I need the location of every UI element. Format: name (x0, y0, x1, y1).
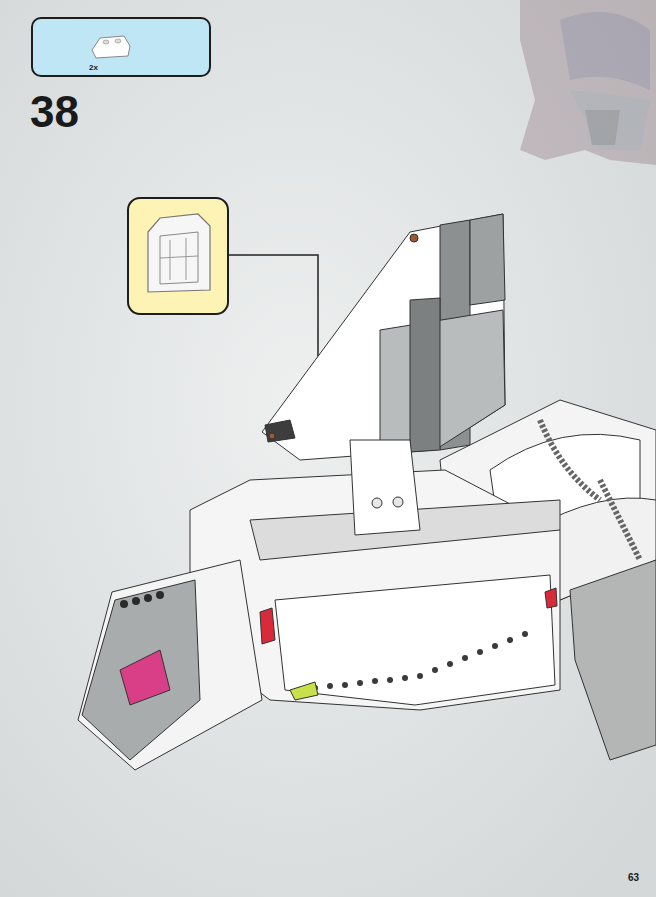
illustration-shape (262, 214, 505, 460)
illustration-shape (402, 675, 408, 681)
illustration-shape (148, 214, 210, 292)
parts-box (32, 18, 210, 76)
illustration-shape (570, 90, 650, 150)
illustration-shape (417, 673, 423, 679)
illustration-shape (470, 214, 505, 305)
illustration-shape (477, 649, 483, 655)
illustration-shape (540, 420, 600, 500)
illustration-shape (120, 591, 164, 608)
illustration-shape (120, 650, 170, 705)
illustration-shape (115, 39, 121, 43)
illustration-shape (462, 655, 468, 661)
illustration-shape (570, 560, 656, 760)
illustration-shape (372, 498, 382, 508)
illustration-shape (492, 643, 498, 649)
illustration-shape (410, 234, 418, 242)
illustration-shape (160, 232, 198, 284)
illustration-shape (128, 198, 228, 314)
illustration-shape (160, 256, 198, 258)
illustration-shape (92, 36, 130, 58)
illustration-shape (520, 0, 656, 165)
illustration-shape (275, 575, 555, 705)
step-number: 38 (30, 90, 79, 134)
sub-callout (128, 198, 228, 314)
illustration-shape (522, 631, 528, 637)
illustration-shape (120, 600, 128, 608)
illustration-shape (350, 440, 420, 535)
illustration-shape (32, 18, 210, 76)
illustration-shape (372, 678, 378, 684)
illustration-shape (342, 682, 348, 688)
illustration-shape (327, 683, 333, 689)
illustration-shape (144, 594, 152, 602)
illustration-shape (156, 591, 164, 599)
illustration-shape (132, 597, 140, 605)
illustration-shape (380, 310, 505, 452)
page-number: 63 (628, 873, 639, 883)
illustration-shape (560, 12, 650, 90)
illustration-shape (432, 667, 438, 673)
illustration-shape (507, 637, 513, 643)
illustration-shape (290, 682, 318, 700)
illustration-shape (387, 677, 393, 683)
part-count: 2x (89, 64, 98, 72)
illustration-shape (186, 238, 187, 280)
illustration-shape (78, 560, 262, 770)
illustration-shape (393, 497, 403, 507)
illustration-shape (103, 40, 109, 44)
illustration-shape (260, 608, 275, 644)
illustration-shape (297, 631, 528, 693)
illustration-shape (269, 433, 275, 439)
shuttle-model (78, 214, 656, 770)
illustration-shape (265, 420, 295, 442)
illustration-shape (447, 661, 453, 667)
illustration-shape (545, 588, 557, 608)
illustration-shape (357, 680, 363, 686)
callout-leader (228, 255, 318, 390)
illustration-shape (600, 480, 640, 560)
illustration-shape (410, 298, 440, 452)
helmet-watermark (520, 0, 656, 165)
illustration-shape (82, 580, 200, 760)
illustration-shape (170, 240, 171, 280)
illustration-shape (585, 110, 620, 145)
